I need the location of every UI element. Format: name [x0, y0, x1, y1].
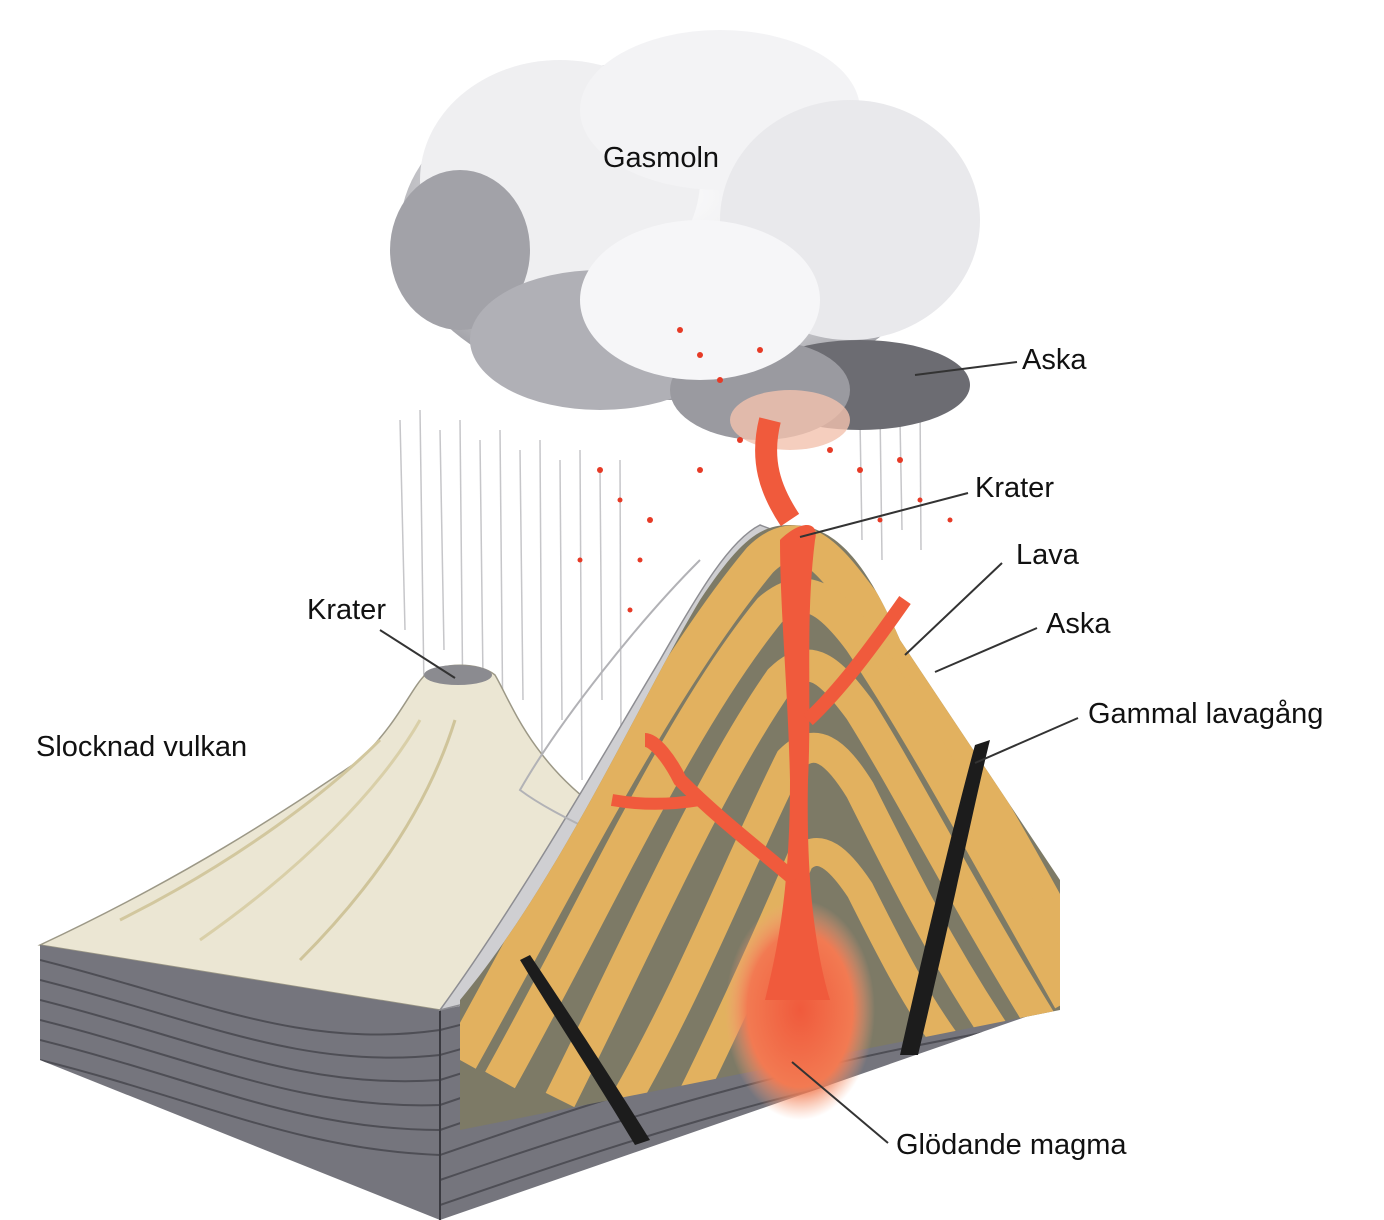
- label-aska-cloud: Aska: [1022, 344, 1087, 376]
- label-krater-main: Krater: [975, 472, 1054, 504]
- gas-cloud: [390, 30, 980, 450]
- label-lava: Lava: [1016, 539, 1079, 571]
- leader-lines: [379, 361, 1079, 1144]
- label-slocknad-vulkan: Slocknad vulkan: [36, 731, 248, 763]
- label-krater-small: Krater: [307, 594, 386, 626]
- label-gasmoln: Gasmoln: [603, 142, 720, 174]
- label-aska-layer: Aska: [1046, 608, 1111, 640]
- old-lava-dikes: [520, 740, 990, 1145]
- label-glodande-magma: Glödande magma: [896, 1129, 1127, 1161]
- label-gammal-lavagang: Gammal lavagång: [1088, 698, 1324, 730]
- lava-spatter: [577, 327, 953, 613]
- ash-rain: [399, 399, 922, 781]
- magma-conduit: [610, 417, 911, 1120]
